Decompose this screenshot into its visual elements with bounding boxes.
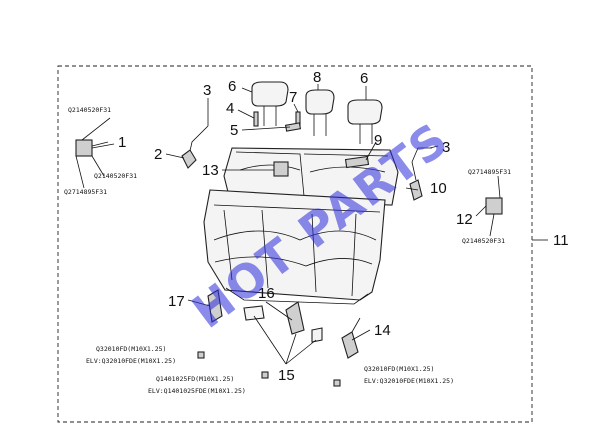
partno-br-fd: Q32010FD(M10X1.25) bbox=[364, 365, 434, 373]
callout-17: 17 bbox=[168, 293, 185, 310]
partno-bc-elv: ELV:Q1401025FDE(M10X1.25) bbox=[148, 387, 246, 395]
partno-br-elv: ELV:Q32010FDE(M10X1.25) bbox=[364, 377, 454, 385]
callout-5: 5 bbox=[230, 122, 238, 139]
seat-latch-9 bbox=[344, 155, 370, 169]
seat-latch-13 bbox=[273, 161, 289, 177]
bolt-bottom-center bbox=[261, 371, 269, 379]
callout-14: 14 bbox=[374, 322, 391, 339]
partno-right-top: Q2714895F31 bbox=[468, 168, 511, 176]
partno-right-bottom: Q2140520F31 bbox=[462, 237, 505, 245]
bolt-bottom-left bbox=[197, 351, 205, 359]
callout-9: 9 bbox=[374, 132, 382, 149]
callout-1: 1 bbox=[118, 134, 126, 151]
partno-left-bottom: Q2714895F31 bbox=[64, 188, 107, 196]
headrest-guide-4 bbox=[253, 111, 259, 127]
assembly-border bbox=[57, 65, 533, 423]
bolt-bottom-right bbox=[333, 379, 341, 387]
callout-8: 8 bbox=[313, 69, 321, 86]
headrest-center bbox=[305, 89, 335, 136]
callout-15: 15 bbox=[278, 367, 295, 384]
clip-5 bbox=[284, 122, 302, 132]
callout-6-right: 6 bbox=[360, 70, 368, 87]
callout-11: 11 bbox=[553, 232, 569, 249]
latch-handle-2 bbox=[181, 149, 197, 169]
rear-seat-assembly bbox=[203, 147, 399, 305]
callout-6-left: 6 bbox=[228, 78, 236, 95]
partno-bl-elv: ELV:Q32010FDE(M10X1.25) bbox=[86, 357, 176, 365]
partno-left-top: Q2140520F31 bbox=[68, 106, 111, 114]
latch-cable-right bbox=[411, 147, 432, 181]
callout-12: 12 bbox=[456, 211, 473, 228]
callout-3-right: 3 bbox=[442, 139, 450, 156]
partno-bl-fd: Q32010FD(M10X1.25) bbox=[96, 345, 166, 353]
partno-left-mid: Q2140520F31 bbox=[94, 172, 137, 180]
bracket-left-1 bbox=[75, 139, 115, 157]
callout-3-left: 3 bbox=[203, 82, 211, 99]
bracket-right-12 bbox=[485, 197, 503, 215]
callout-10: 10 bbox=[430, 180, 447, 197]
leader-lines bbox=[75, 84, 548, 365]
seat-belt-buckle-14 bbox=[341, 317, 361, 359]
headrest-right bbox=[347, 99, 383, 144]
callout-13: 13 bbox=[202, 162, 219, 179]
callout-2: 2 bbox=[154, 146, 162, 163]
callout-4: 4 bbox=[226, 100, 234, 117]
headrest-left bbox=[251, 81, 289, 126]
callout-16: 16 bbox=[258, 285, 275, 302]
callout-7: 7 bbox=[289, 89, 297, 106]
partno-bc-fd: Q1401025FD(M10X1.25) bbox=[156, 375, 234, 383]
seat-belt-buckle-16 bbox=[243, 301, 323, 343]
seat-belt-buckle-17 bbox=[207, 289, 223, 323]
